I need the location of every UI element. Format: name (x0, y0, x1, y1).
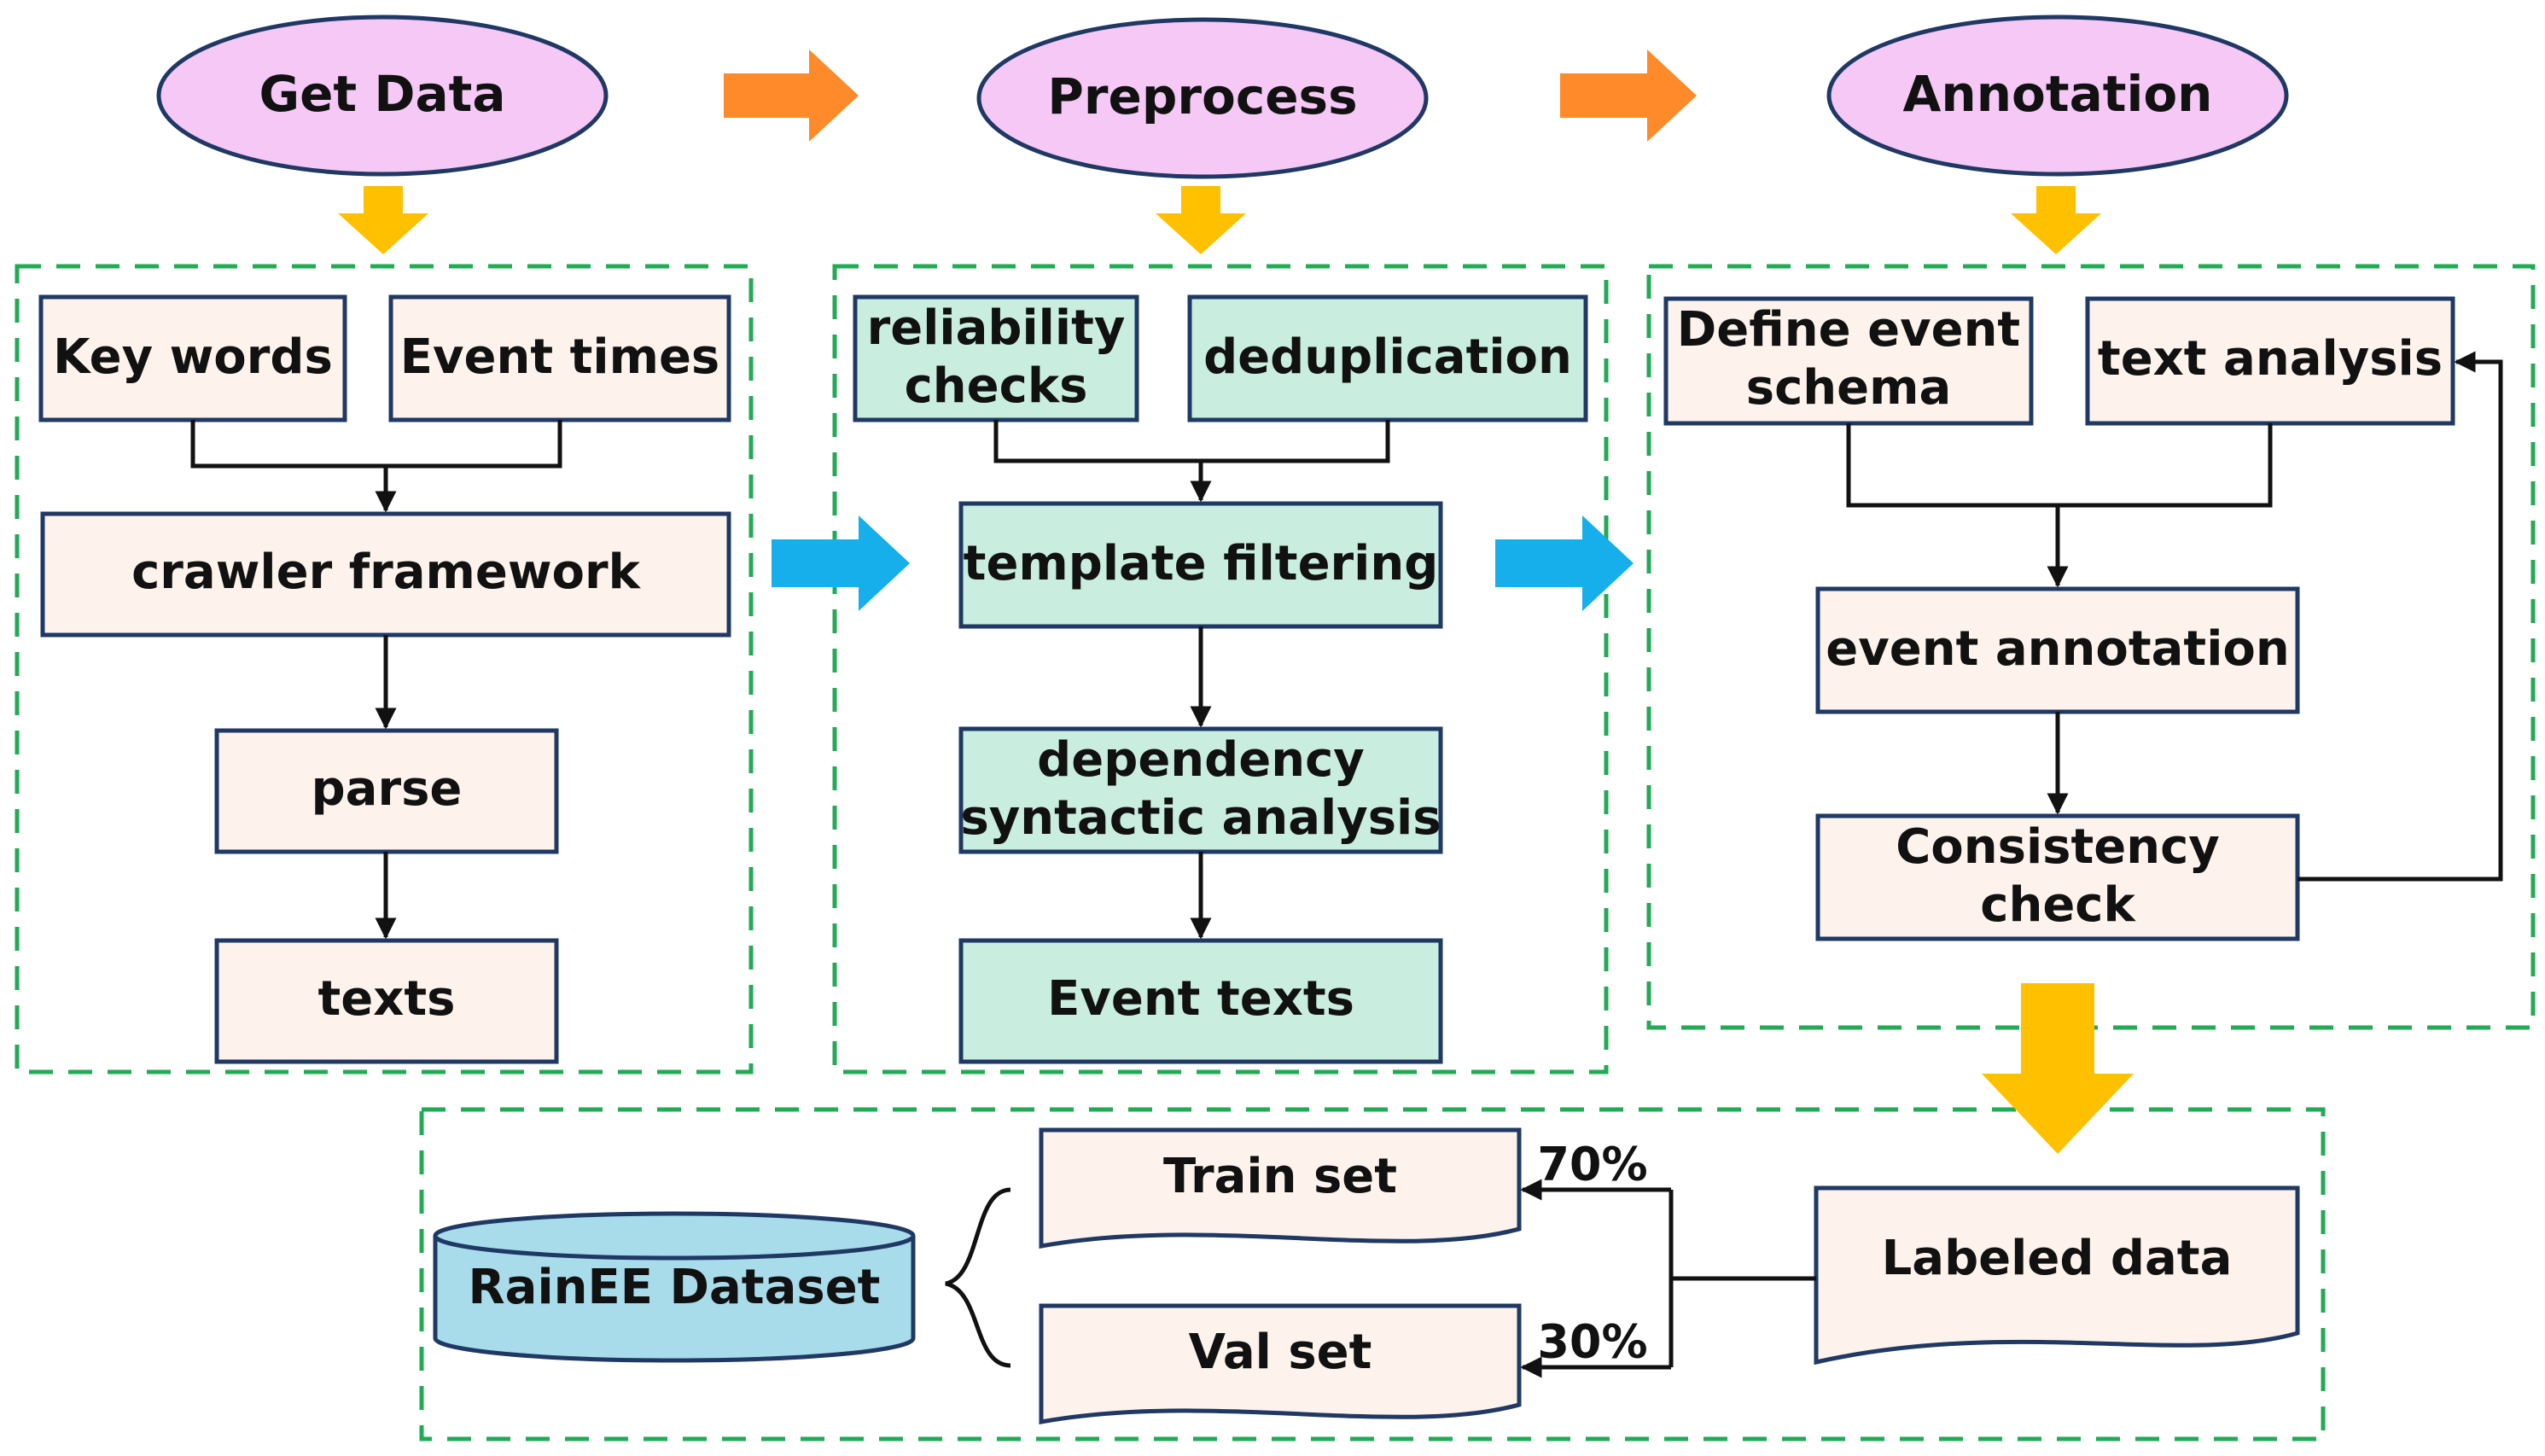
val-set-box: Val set (1039, 1303, 1522, 1424)
crawler-framework-label: crawler framework (131, 545, 642, 600)
train-set-box: Train set (1039, 1127, 1522, 1249)
yellow-down-arrow-icon (338, 186, 428, 254)
rainee-dataset-label: RainEE Dataset (469, 1260, 881, 1315)
reliability-checks-line1: reliability (867, 300, 1126, 356)
connector-line (993, 420, 1390, 463)
template-filtering-label: template filtering (964, 536, 1439, 591)
dataset-panel (419, 1107, 2326, 1441)
get-data-panel (15, 264, 754, 1075)
event-texts-box: Event texts (958, 938, 1443, 1064)
text-analysis-label: text analysis (2098, 331, 2443, 387)
text-analysis-box: text analysis (2085, 296, 2455, 426)
event-annotation-box: event annotation (1815, 586, 2300, 714)
stage-preprocess: Preprocess (976, 17, 1429, 179)
val-percent-label: 30% (1537, 1315, 1647, 1369)
texts-box: texts (214, 938, 559, 1064)
stage-get-data: Get Data (156, 15, 609, 177)
train-set-label: Train set (1163, 1149, 1397, 1204)
val-set-label: Val set (1189, 1325, 1372, 1380)
stage-preprocess-label: Preprocess (1047, 67, 1357, 125)
define-schema-box: Define event schema (1663, 296, 2034, 426)
consistency-check-line2: check (1980, 877, 2136, 933)
reliability-checks-line2: checks (905, 358, 1088, 414)
stage-annotation-label: Annotation (1903, 65, 2213, 123)
train-percent-label: 70% (1537, 1138, 1647, 1191)
consistency-check-box: Consistency check (1815, 813, 2300, 941)
template-filtering-box: template filtering (958, 501, 1443, 629)
key-words-box: Key words (38, 294, 347, 422)
blue-arrow-icon (772, 515, 910, 611)
yellow-down-arrow-icon (1982, 983, 2134, 1154)
labeled-data-label: Labeled data (1882, 1231, 2233, 1286)
dependency-analysis-line1: dependency (1037, 732, 1365, 788)
crawler-framework-box: crawler framework (40, 511, 731, 638)
stage-annotation: Annotation (1826, 15, 2289, 177)
deduplication-box: deduplication (1187, 294, 1588, 422)
feedback-loop-arrow (2297, 351, 2503, 882)
orange-arrow-icon (724, 50, 859, 142)
deduplication-label: deduplication (1203, 329, 1572, 385)
event-times-box: Event times (388, 294, 731, 422)
parse-box: parse (214, 728, 559, 854)
orange-arrow-icon (1560, 50, 1697, 142)
stage-get-data-label: Get Data (259, 65, 505, 123)
blue-arrow-icon (1495, 515, 1634, 611)
parse-label: parse (312, 761, 463, 817)
key-words-label: Key words (53, 329, 333, 385)
event-times-label: Event times (400, 329, 720, 385)
dependency-analysis-box: dependency syntactic analysis (958, 726, 1443, 854)
reliability-checks-box: reliability checks (853, 294, 1139, 422)
yellow-down-arrow-icon (2011, 186, 2101, 254)
labeled-data-box: Labeled data (1814, 1185, 2300, 1366)
yellow-down-arrow-icon (1156, 186, 1246, 254)
dependency-analysis-line2: syntactic analysis (960, 790, 1441, 846)
event-texts-label: Event texts (1047, 971, 1354, 1027)
rainee-dataset-cylinder: RainEE Dataset (433, 1211, 916, 1363)
connector-line (1846, 423, 2273, 508)
define-schema-line1: Define event (1677, 302, 2020, 358)
event-annotation-label: event annotation (1826, 621, 2289, 677)
consistency-check-line1: Consistency (1896, 819, 2220, 875)
texts-label: texts (318, 971, 456, 1027)
connector-line (190, 420, 562, 469)
define-schema-line2: schema (1746, 360, 1952, 416)
preprocess-panel (832, 264, 1609, 1075)
curly-brace-icon (945, 1187, 1011, 1368)
